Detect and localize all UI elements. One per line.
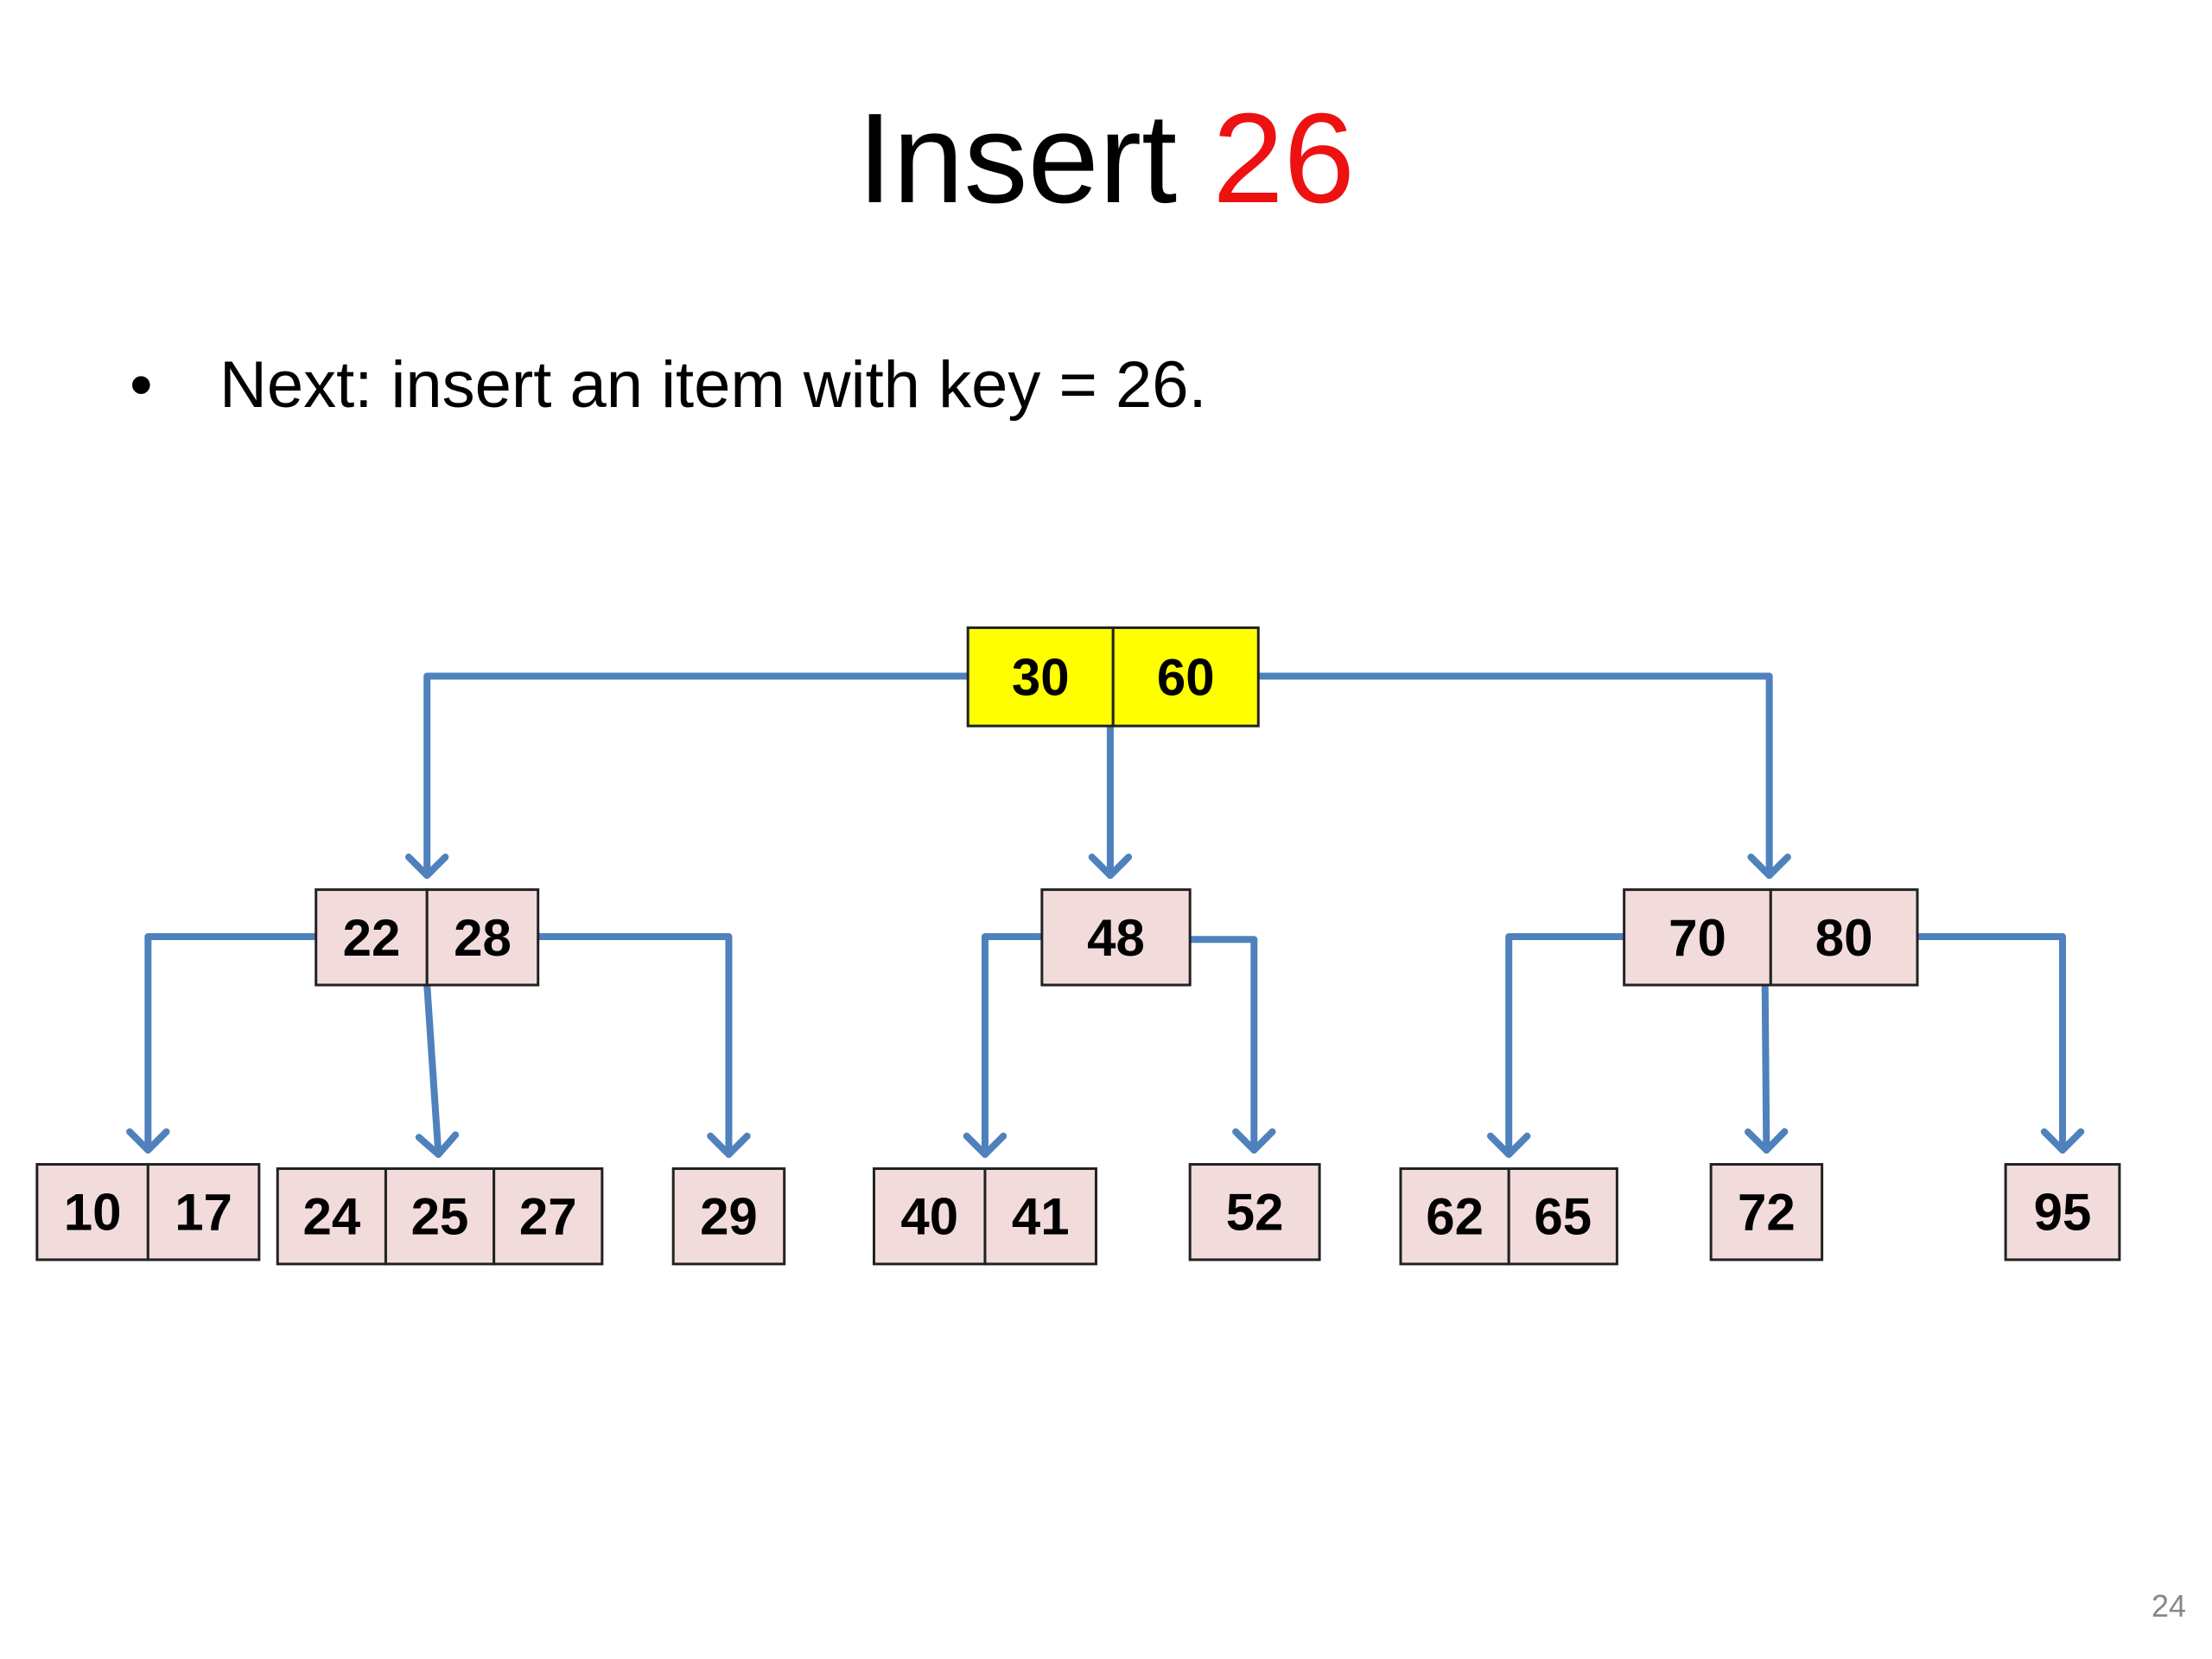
edge-line xyxy=(981,932,1046,1159)
internal-node: 22 28 xyxy=(315,888,540,987)
edge-line xyxy=(1761,981,1770,1154)
key-label: 17 xyxy=(175,1184,232,1242)
key-label: 25 xyxy=(411,1188,469,1246)
internal-node: 48 xyxy=(1040,888,1192,987)
key-label: 40 xyxy=(900,1188,958,1246)
key-cell xyxy=(1623,888,1772,987)
key-label: 70 xyxy=(1669,909,1726,967)
leaf-node: 10 17 xyxy=(35,1163,261,1262)
edge-root-to-right xyxy=(1253,672,1791,880)
key-label: 10 xyxy=(64,1184,122,1242)
edge-line xyxy=(1505,932,1628,1159)
arrow-head-icon xyxy=(963,1132,1007,1159)
key-cell xyxy=(966,626,1115,728)
edge-line xyxy=(1186,936,1258,1154)
key-cell xyxy=(1111,626,1260,728)
arrow-head-icon xyxy=(1232,1128,1276,1154)
leaf-node: 29 xyxy=(671,1166,786,1266)
arrow-head-icon xyxy=(707,1132,751,1159)
key-cell xyxy=(1769,888,1919,987)
key-label: 60 xyxy=(1157,648,1215,706)
key-label: 24 xyxy=(302,1188,360,1246)
arrow-head-icon xyxy=(126,1128,170,1154)
bullet-text: Next: insert an item with key = 26. xyxy=(219,348,1207,422)
key-label: 28 xyxy=(454,909,512,967)
key-cell xyxy=(146,1163,261,1262)
leaf-node: 52 xyxy=(1188,1163,1321,1262)
edge-line xyxy=(536,932,733,1159)
bullet-item: •Next: insert an item with key = 26. xyxy=(130,353,1207,418)
key-label: 22 xyxy=(343,909,401,967)
title-highlight-key: 26 xyxy=(1212,87,1355,230)
arrow-head-icon xyxy=(415,1131,460,1159)
internal-node: 70 80 xyxy=(1623,888,1919,987)
leaf-node: 40 41 xyxy=(872,1166,1097,1266)
key-cell xyxy=(315,888,429,987)
key-cell xyxy=(493,1166,604,1266)
key-cell xyxy=(1040,888,1192,987)
key-label: 41 xyxy=(1012,1188,1070,1246)
key-cell xyxy=(276,1166,387,1266)
leaf-node: 24 25 27 xyxy=(276,1166,604,1266)
key-label: 95 xyxy=(2034,1184,2092,1242)
edge-line xyxy=(1912,932,2067,1154)
slide-title: Insert 26 xyxy=(0,95,2212,223)
edge-22-28-to-leaf-0 xyxy=(126,932,320,1154)
key-cell xyxy=(1507,1166,1618,1266)
edge-line xyxy=(144,932,320,1154)
arrow-head-icon xyxy=(1747,853,1791,880)
edge-48-to-leaf-3 xyxy=(963,932,1046,1159)
key-cell xyxy=(983,1166,1097,1266)
root-node: 30 60 xyxy=(966,626,1260,728)
arrow-head-icon xyxy=(2040,1128,2085,1154)
edge-line xyxy=(423,981,442,1159)
edge-70-80-to-leaf-6 xyxy=(1744,981,1789,1154)
page-number: 24 xyxy=(2151,1588,2186,1624)
leaf-node: 95 xyxy=(2004,1163,2121,1262)
key-cell xyxy=(384,1166,496,1266)
leaf-node: 72 xyxy=(1709,1163,1824,1262)
key-cell xyxy=(1709,1163,1824,1262)
edge-22-28-to-leaf-2 xyxy=(536,932,751,1159)
key-cell xyxy=(425,888,540,987)
key-label: 29 xyxy=(700,1188,758,1246)
edge-70-80-to-leaf-7 xyxy=(1912,932,2085,1154)
key-label: 30 xyxy=(1012,648,1070,706)
key-label: 72 xyxy=(1738,1184,1796,1242)
key-cell xyxy=(1399,1166,1510,1266)
key-label: 48 xyxy=(1087,909,1145,967)
arrow-head-icon xyxy=(404,853,449,880)
edge-70-80-to-leaf-5 xyxy=(1486,932,1628,1159)
key-cell xyxy=(35,1163,149,1262)
arrow-head-icon xyxy=(1088,853,1133,880)
leaf-node: 62 65 xyxy=(1399,1166,1618,1266)
key-label: 62 xyxy=(1426,1188,1484,1246)
key-cell xyxy=(2004,1163,2121,1262)
key-label: 65 xyxy=(1534,1188,1592,1246)
edge-line xyxy=(423,672,972,880)
bullet-marker: • xyxy=(130,348,153,422)
key-cell xyxy=(872,1166,987,1266)
edge-48-to-leaf-4 xyxy=(1186,936,1276,1154)
title-prefix: Insert xyxy=(857,87,1213,230)
key-label: 27 xyxy=(519,1188,577,1246)
edge-line xyxy=(1253,672,1773,880)
edge-22-28-to-leaf-1 xyxy=(415,981,460,1159)
key-label: 52 xyxy=(1226,1184,1284,1242)
arrow-head-icon xyxy=(1486,1132,1531,1159)
edge-root-to-middle xyxy=(1088,722,1133,880)
arrow-head-icon xyxy=(1744,1128,1789,1154)
key-cell xyxy=(1188,1163,1321,1262)
key-cell xyxy=(671,1166,786,1266)
edge-root-to-left xyxy=(404,672,972,880)
tree-edges xyxy=(126,672,2085,1159)
key-label: 80 xyxy=(1815,909,1873,967)
